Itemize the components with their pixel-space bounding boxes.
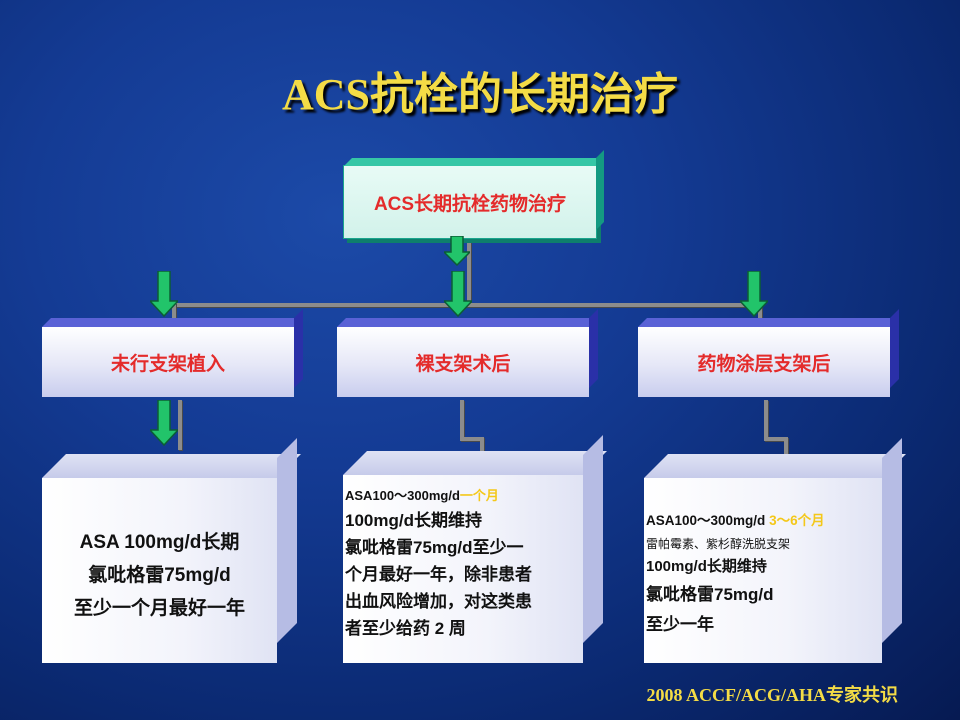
source-footnote: 2008 ACCF/ACG/AHA专家共识 xyxy=(646,685,899,705)
category-drug-eluting-stent: 药物涂层支架后 xyxy=(638,327,890,397)
detail-line: 出血风险增加，对这类患 xyxy=(345,592,532,611)
detail-line: 至少一年 xyxy=(646,615,714,634)
connector-drop-left xyxy=(172,303,176,327)
arrow-down-icon xyxy=(740,271,768,317)
detail-line: 氯吡格雷75mg/d xyxy=(646,585,774,604)
detail-line: 100mg/d长期维持 xyxy=(646,558,767,575)
detail-line: ASA100～300mg/d 3～6个月 xyxy=(646,508,882,534)
connector-vertical-top xyxy=(467,237,471,307)
slide-title: ACS抗栓的长期治疗 xyxy=(281,70,679,119)
detail-line: 氯吡格雷75mg/d至少一 xyxy=(345,538,524,557)
connector-left-lower xyxy=(178,400,182,450)
detail-line: 雷帕霉素、紫杉醇洗脱支架 xyxy=(646,537,791,551)
detail-line: 者至少给药 2 周 xyxy=(345,619,466,638)
arrow-down-icon xyxy=(444,236,470,282)
arrow-down-icon xyxy=(150,400,178,446)
category-label: 未行支架植入 xyxy=(110,353,225,375)
top-box: ACS长期抗栓药物治疗 xyxy=(343,165,597,239)
detail-text: ASA 100mg/d长期 氯吡格雷75mg/d 至少一个月最好一年 xyxy=(42,526,277,625)
arrow-down-icon xyxy=(444,271,472,317)
arrow-down-icon xyxy=(150,271,178,317)
duration-highlight: 3～6个月 xyxy=(769,513,825,528)
dose-text: ASA100～300mg/d xyxy=(345,488,460,503)
connector-drop-right xyxy=(758,303,762,327)
detail-box-no-stent: ASA 100mg/d长期 氯吡格雷75mg/d 至少一个月最好一年 xyxy=(42,478,277,663)
connector-mid-lower-v2 xyxy=(480,437,484,455)
connector-right-lower-h xyxy=(764,437,788,441)
detail-line: 100mg/d长期维持 xyxy=(345,511,482,530)
category-bare-metal-stent: 裸支架术后 xyxy=(337,327,589,397)
detail-text: ASA100～300mg/d一个月 100mg/d长期维持 氯吡格雷75mg/d… xyxy=(345,485,583,642)
top-box-label: ACS长期抗栓药物治疗 xyxy=(373,193,567,215)
connector-mid-lower-v xyxy=(460,400,464,440)
detail-box-drug-eluting-stent: ASA100～300mg/d 3～6个月 雷帕霉素、紫杉醇洗脱支架 100mg/… xyxy=(644,478,882,663)
category-label: 裸支架术后 xyxy=(415,353,511,375)
connector-mid-lower-h xyxy=(460,437,484,441)
category-no-stent: 未行支架植入 xyxy=(42,327,294,397)
dose-text: ASA100～300mg/d xyxy=(646,513,770,528)
detail-line: 氯吡格雷75mg/d xyxy=(88,565,231,586)
detail-line: ASA 100mg/d长期 xyxy=(79,532,240,553)
detail-line: ASA100～300mg/d一个月 xyxy=(345,485,583,507)
connector-right-lower-v2 xyxy=(784,437,788,455)
duration-highlight: 一个月 xyxy=(459,488,499,503)
category-label: 药物涂层支架后 xyxy=(697,353,831,375)
detail-text: ASA100～300mg/d 3～6个月 雷帕霉素、紫杉醇洗脱支架 100mg/… xyxy=(646,508,882,640)
detail-line: 至少一个月最好一年 xyxy=(73,598,245,619)
detail-box-bare-metal-stent: ASA100～300mg/d一个月 100mg/d长期维持 氯吡格雷75mg/d… xyxy=(343,475,583,663)
detail-line: 个月最好一年，除非患者 xyxy=(345,565,532,584)
connector-right-lower-v xyxy=(764,400,768,440)
